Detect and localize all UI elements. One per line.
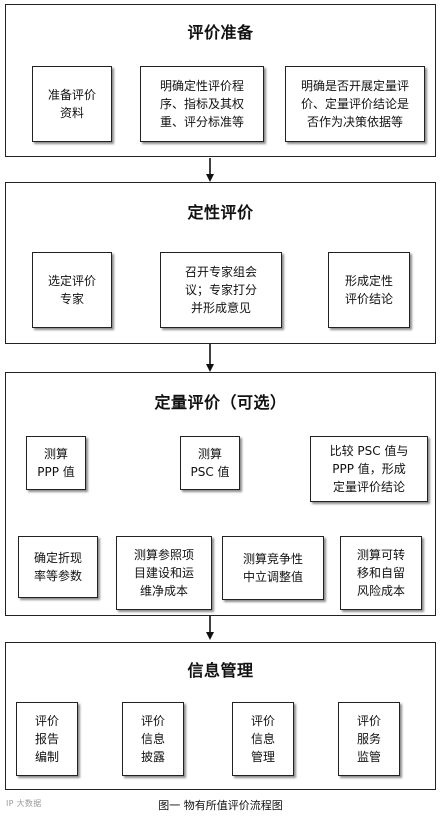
info-item-management: 评价 信息 管理 bbox=[232, 702, 294, 776]
qual-item-select-experts: 选定评价 专家 bbox=[32, 252, 112, 328]
prep-item-quantitative-decision: 明确是否开展定量评 价、定量评价结论是 否作为决策依据等 bbox=[285, 66, 425, 142]
prep-item-materials: 准备评价 资料 bbox=[32, 66, 112, 142]
qual-item-conclusion: 形成定性 评价结论 bbox=[328, 252, 410, 328]
quant-item-competitive-neutral: 测算竞争性 中立调整值 bbox=[222, 536, 324, 600]
quant-item-reference-cost: 测算参照项 目建设和运 维净成本 bbox=[116, 536, 212, 610]
section-preparation-title: 评价准备 bbox=[187, 23, 254, 42]
quant-item-discount-rate: 确定折现 率等参数 bbox=[18, 536, 98, 598]
section-quantitative-title: 定量评价（可选） bbox=[154, 393, 287, 412]
qual-item-expert-meeting: 召开专家组会 议；专家打分 并形成意见 bbox=[160, 252, 282, 328]
quant-item-risk-cost: 测算可转 移和自留 风险成本 bbox=[340, 536, 422, 610]
quant-item-ppp-value: 测算 PPP 值 bbox=[26, 436, 86, 490]
section-information-title: 信息管理 bbox=[187, 661, 254, 680]
prep-item-procedure: 明确定性评价程 序、指标及其权 重、评分标准等 bbox=[140, 66, 264, 142]
info-item-report: 评价 报告 编制 bbox=[16, 702, 78, 776]
section-qualitative-title: 定性评价 bbox=[187, 203, 254, 222]
quant-item-compare: 比较 PSC 值与 PPP 值，形成 定量评价结论 bbox=[310, 436, 428, 502]
info-item-supervision: 评价 服务 监管 bbox=[338, 702, 400, 776]
figure-caption: 图一 物有所值评价流程图 bbox=[158, 799, 283, 812]
watermark-text: IP 大数据 bbox=[6, 799, 42, 808]
info-item-disclosure: 评价 信息 披露 bbox=[122, 702, 184, 776]
quant-item-psc-value: 测算 PSC 值 bbox=[180, 436, 240, 490]
